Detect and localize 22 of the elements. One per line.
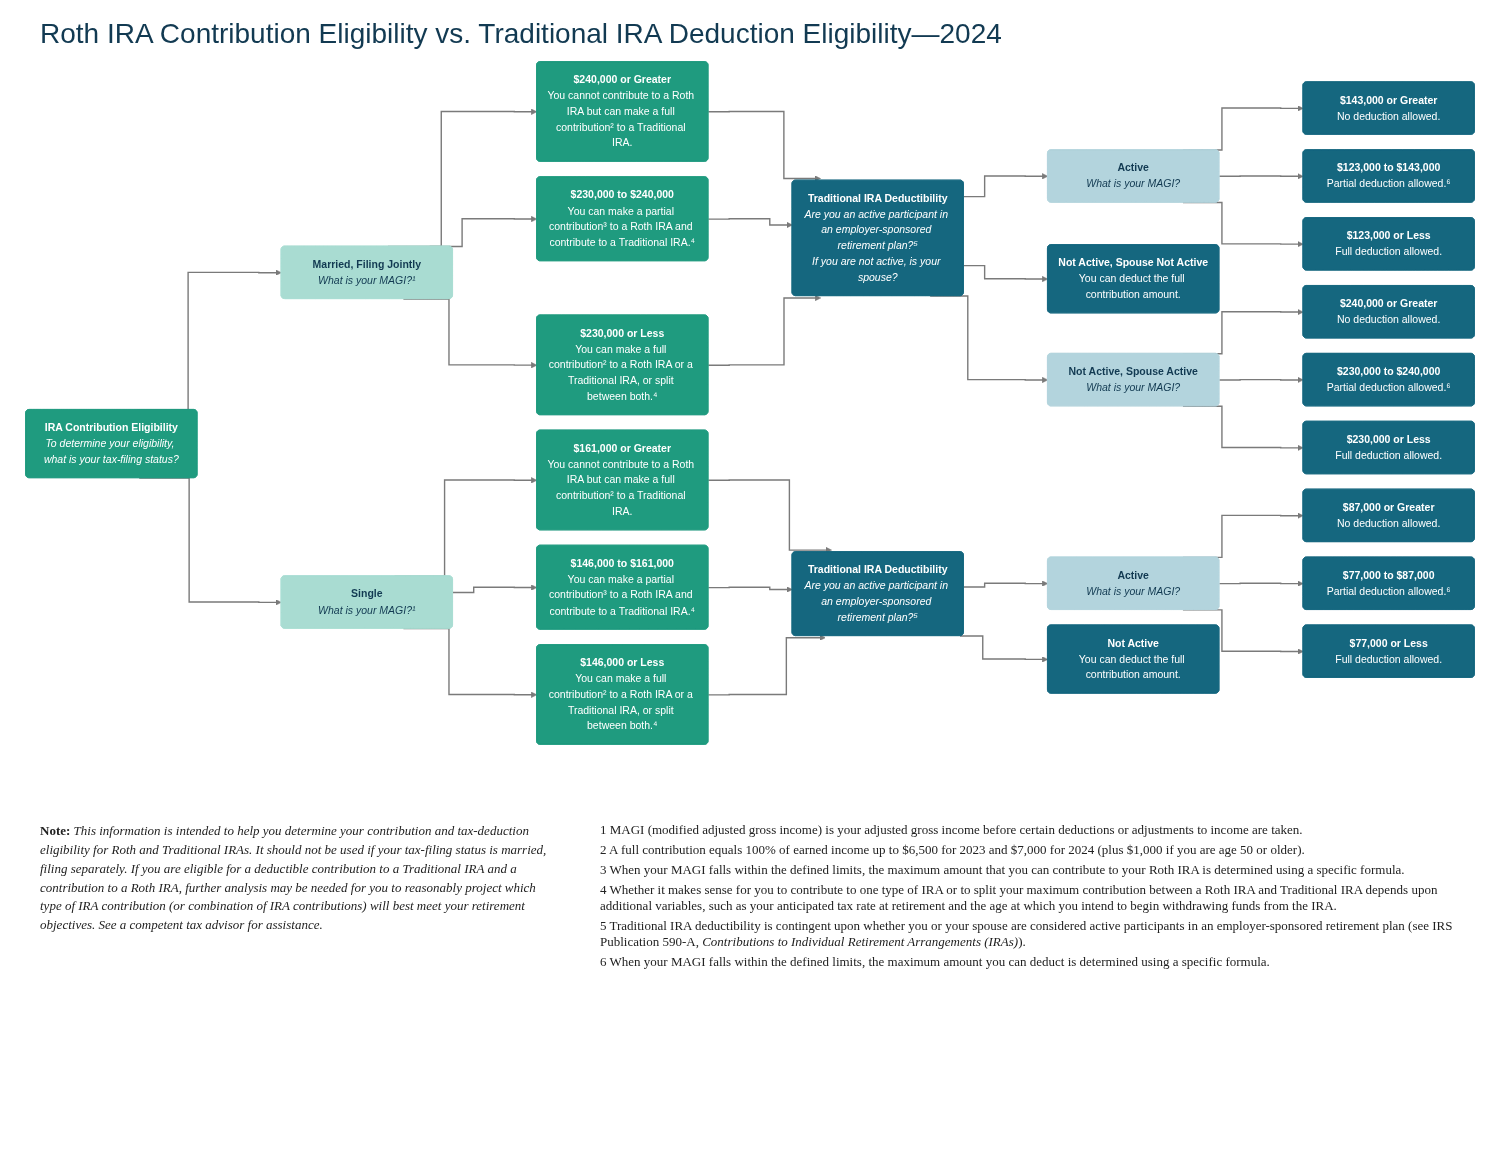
diagram-title: Roth IRA Contribution Eligibility vs. Traditional IRA Deduction Eligibility—2024 bbox=[40, 18, 1003, 50]
footnote: 6 When your MAGI falls within the defined limits, the maximum amount you can deduct is determined using a specific formula. bbox=[600, 954, 1271, 970]
arrow bbox=[963, 264, 1049, 283]
footnote: 2 A full contribution equals 100% of earned income up to $6,500 for 2023 and $7,000 for 2024 (plus $1,000 if you are age 50 or older). bbox=[600, 842, 1306, 858]
note-paragraph: Note: This information is intended to help you determine your contribution and tax-deduction eligibility for Roth and Traditional IRAs. It should not be used if your tax-filing status is married, filing separately. If you are eligible for a deductible contribution to a Traditional IRA and a contribution to a Roth IRA, further analysis may be needed for you to reasonably project which type of IRA contribution (or combination of IRA contributions) will best meet your retirement objectives. See a competent tax advisor for assistance. bbox=[40, 822, 548, 935]
arrow bbox=[707, 218, 793, 228]
arrow bbox=[963, 580, 1049, 588]
arrow bbox=[707, 586, 793, 593]
arrow bbox=[1218, 376, 1304, 383]
footnote: 5 Traditional IRA deductibility is contingent upon whether you or your spouse are considered active participants in an employer-sponsored retirement plan (see IRS Publication 590-A, Contributions to Individual Retirement Arrangements (IRAs)). bbox=[600, 918, 1454, 950]
arrow bbox=[963, 173, 1049, 198]
arrow bbox=[707, 110, 821, 182]
footnote: 4 Whether it makes sense for you to contribute to one type of IRA or to split your maximum contribution between a Roth IRA and Traditional IRA depends upon additional variables, such as your anticipated tax rate at retirement and the age at which you intend to begin withdrawing funds from the IRA. bbox=[600, 882, 1439, 914]
arrow bbox=[707, 634, 826, 696]
footnote: 3 When your MAGI falls within the defined limits, the maximum amount that you can contribute to your Roth IRA is determined using a specific formula. bbox=[600, 862, 1406, 878]
arrow bbox=[1218, 173, 1304, 180]
arrow bbox=[959, 635, 1049, 663]
footnote: 1 MAGI (modified adjusted gross income) is your adjusted gross income before certain deductions or adjustments to income are taken. bbox=[600, 822, 1304, 838]
arrow bbox=[452, 584, 538, 594]
arrow bbox=[707, 294, 822, 366]
arrow bbox=[707, 479, 832, 554]
arrow bbox=[1218, 580, 1304, 587]
